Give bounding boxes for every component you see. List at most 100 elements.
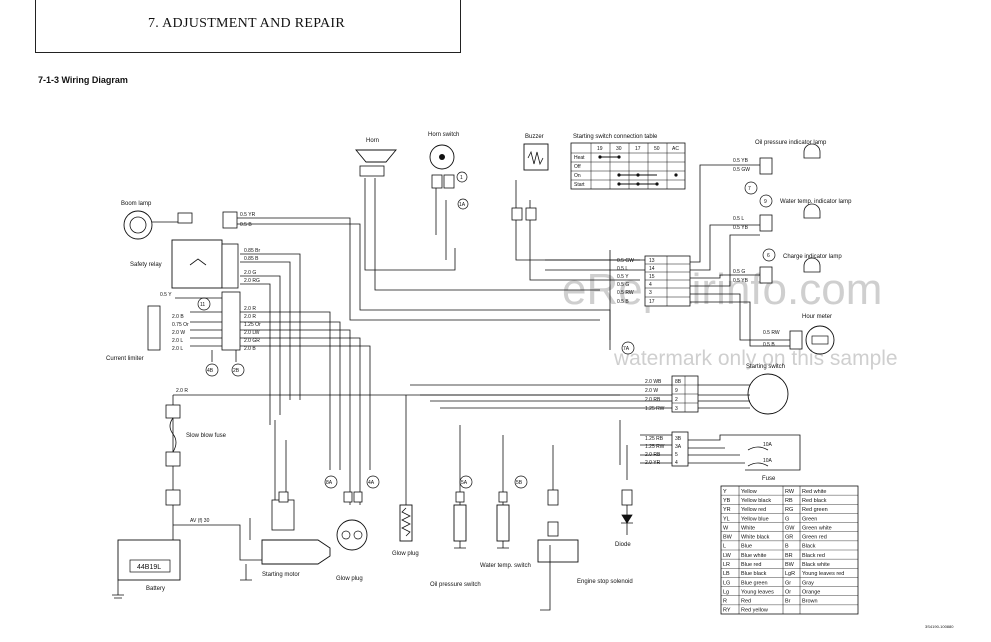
callouts: 1 1A 2B 4B 4A 5A 5B 7 7A 9 6 11 8A	[197, 171, 776, 489]
switch-col-5: AC	[672, 146, 679, 152]
fuse-pin-2: 3A	[675, 444, 682, 450]
slow-blow-fuse: Slow blow fuse 2.0 R AV (f) 30	[165, 388, 227, 524]
hour-wire-1: 0.5 RW	[763, 330, 780, 336]
switch-row-1: Heat	[574, 155, 585, 161]
oil-pressure-lamp: Oil pressure indicator lamp 0.5 YB 0.5 G…	[733, 140, 827, 175]
boom-lamp-label: Boom lamp	[121, 201, 152, 207]
center-wire-2: 0.5 L	[617, 266, 628, 272]
limiter-conn-1: 2.0 R	[244, 306, 256, 312]
slow-blow-fuse-label: Slow blow fuse	[186, 433, 227, 439]
safety-relay: Safety relay 0.85 Br 0.85 B 2.0 G 2.0 RG	[130, 239, 260, 289]
legend-color: Red yellow	[741, 608, 768, 614]
oil-lamp-label: Oil pressure indicator lamp	[755, 140, 827, 146]
charge-wire-2: 0.5 YB	[733, 278, 749, 284]
diode: Diode	[615, 489, 633, 548]
switch-row-3: On	[574, 173, 581, 179]
start-wire-4: 1.25 RW	[645, 406, 665, 412]
fuse-rating-2: 10A	[763, 458, 773, 464]
center-pin-5: 3	[649, 290, 652, 296]
section-title: 7-1-3 Wiring Diagram	[38, 75, 128, 85]
legend-code: RG	[785, 507, 793, 513]
legend-color: Blue red	[741, 562, 762, 568]
start-pin-4: 3	[675, 406, 678, 412]
callout-5a: 5A	[461, 480, 468, 486]
legend-color: Blue	[741, 544, 752, 550]
horn-switch-label: Horn switch	[428, 132, 459, 138]
oil-wire-2: 0.5 GW	[733, 167, 750, 173]
hour-wire-2: 0.5 B	[763, 342, 775, 348]
legend-code: Gr	[785, 580, 791, 586]
legend-code: L	[723, 544, 726, 550]
legend-code: RY	[723, 608, 731, 614]
limiter-conn-5: 2.0 GR	[244, 338, 260, 344]
center-wire-3: 0.5 Y	[617, 274, 629, 280]
legend-code: Lg	[723, 589, 729, 595]
legend-code: BW	[785, 562, 795, 568]
boom-wire-2: 0.5 B	[240, 222, 252, 228]
water-wire-1: 0.5 L	[733, 216, 744, 222]
fuse-block: 3B 3A 5 4 1.25 RB 1.25 RW 2.0 RB 2.0 YR …	[645, 431, 776, 482]
start-pin-3: 2	[675, 397, 678, 403]
legend-code: YR	[723, 507, 731, 513]
center-pin-6: 17	[649, 299, 655, 305]
limiter-conn-6: 2.0 B	[244, 346, 256, 352]
fuse-label: Fuse	[762, 476, 776, 482]
center-connector: 13 14 15 4 3 17 0.5 GW 0.5 L 0.5 Y 0.5 G…	[617, 255, 691, 307]
fuse-wire-1: 1.25 RB	[645, 436, 664, 442]
legend-code: Br	[785, 599, 791, 605]
oil-pressure-switch-label: Oil pressure switch	[430, 582, 481, 588]
fuse-wire-4: 2.0 YR	[645, 460, 661, 466]
legend-color: Yellow black	[741, 498, 771, 504]
legend-code: LB	[723, 571, 730, 577]
center-wire-1: 0.5 GW	[617, 258, 634, 264]
oil-pressure-switch: Oil pressure switch	[430, 491, 481, 588]
switch-col-3: 17	[635, 146, 641, 152]
page-title: 7. ADJUSTMENT AND REPAIR	[148, 16, 346, 31]
water-temp-lamp: Water temp. indicator lamp 0.5 L 0.5 YB	[733, 199, 852, 232]
water-lamp-label: Water temp. indicator lamp	[780, 199, 852, 205]
switch-table-title: Starting switch connection table	[573, 134, 658, 140]
buzzer: Buzzer	[511, 134, 549, 221]
glow-plug-right: Glow plug	[392, 504, 419, 557]
boom-lamp: Boom lamp 0.5 YR 0.5 B	[121, 201, 256, 240]
starting-switch: Starting switch 8B 9 2 3 2.0 WB 2.0 W 2.…	[645, 364, 789, 415]
limiter-conn-3: 1.25 Or	[244, 322, 261, 328]
callout-6: 6	[767, 253, 770, 259]
horn-switch: Horn switch	[428, 132, 459, 189]
legend-color: Red	[741, 599, 751, 605]
legend-color: Yellow red	[741, 507, 766, 513]
charge-lamp-label: Charge indicator lamp	[783, 254, 842, 260]
callout-4b: 4B	[207, 368, 214, 374]
legend-color: Young leaves red	[802, 571, 844, 577]
legend-code: YL	[723, 516, 730, 522]
fuse-rating-1: 10A	[763, 442, 773, 448]
fuse-wire-3: 2.0 RB	[645, 452, 661, 458]
engine-stop-solenoid-label: Engine stop solenoid	[577, 579, 633, 585]
charge-wire-1: 0.5 G	[733, 269, 745, 275]
legend-color: Black red	[802, 553, 825, 559]
legend-code: LG	[723, 580, 730, 586]
starting-motor: Starting motor	[240, 491, 331, 581]
limiter-conn-4: 2.0 LW	[244, 330, 260, 336]
callout-7a: 7A	[623, 346, 630, 352]
watermark-main: eRepairinfo.com	[562, 265, 882, 314]
charge-lamp: Charge indicator lamp 0.5 G 0.5 YB	[733, 254, 842, 284]
center-wire-6: 0.5 B	[617, 299, 629, 305]
legend-color: Blue white	[741, 553, 766, 559]
fuse-pin-3: 5	[675, 452, 678, 458]
callout-5b: 5B	[516, 480, 523, 486]
legend-code: GW	[785, 525, 795, 531]
legend-code: YB	[723, 498, 731, 504]
buzzer-label: Buzzer	[525, 134, 544, 140]
fuse-pin-4: 4	[675, 460, 678, 466]
legend-code: Y	[723, 489, 727, 495]
limiter-wire-4: 2.0 W	[172, 330, 185, 336]
callout-2b: 2B	[233, 368, 240, 374]
switch-row-4: Start	[574, 182, 585, 188]
callout-9: 9	[764, 199, 767, 205]
legend-code: LR	[723, 562, 730, 568]
legend-code: BW	[723, 535, 733, 541]
fuse-wire-2: 1.25 RW	[645, 444, 665, 450]
safety-relay-label: Safety relay	[130, 262, 162, 268]
